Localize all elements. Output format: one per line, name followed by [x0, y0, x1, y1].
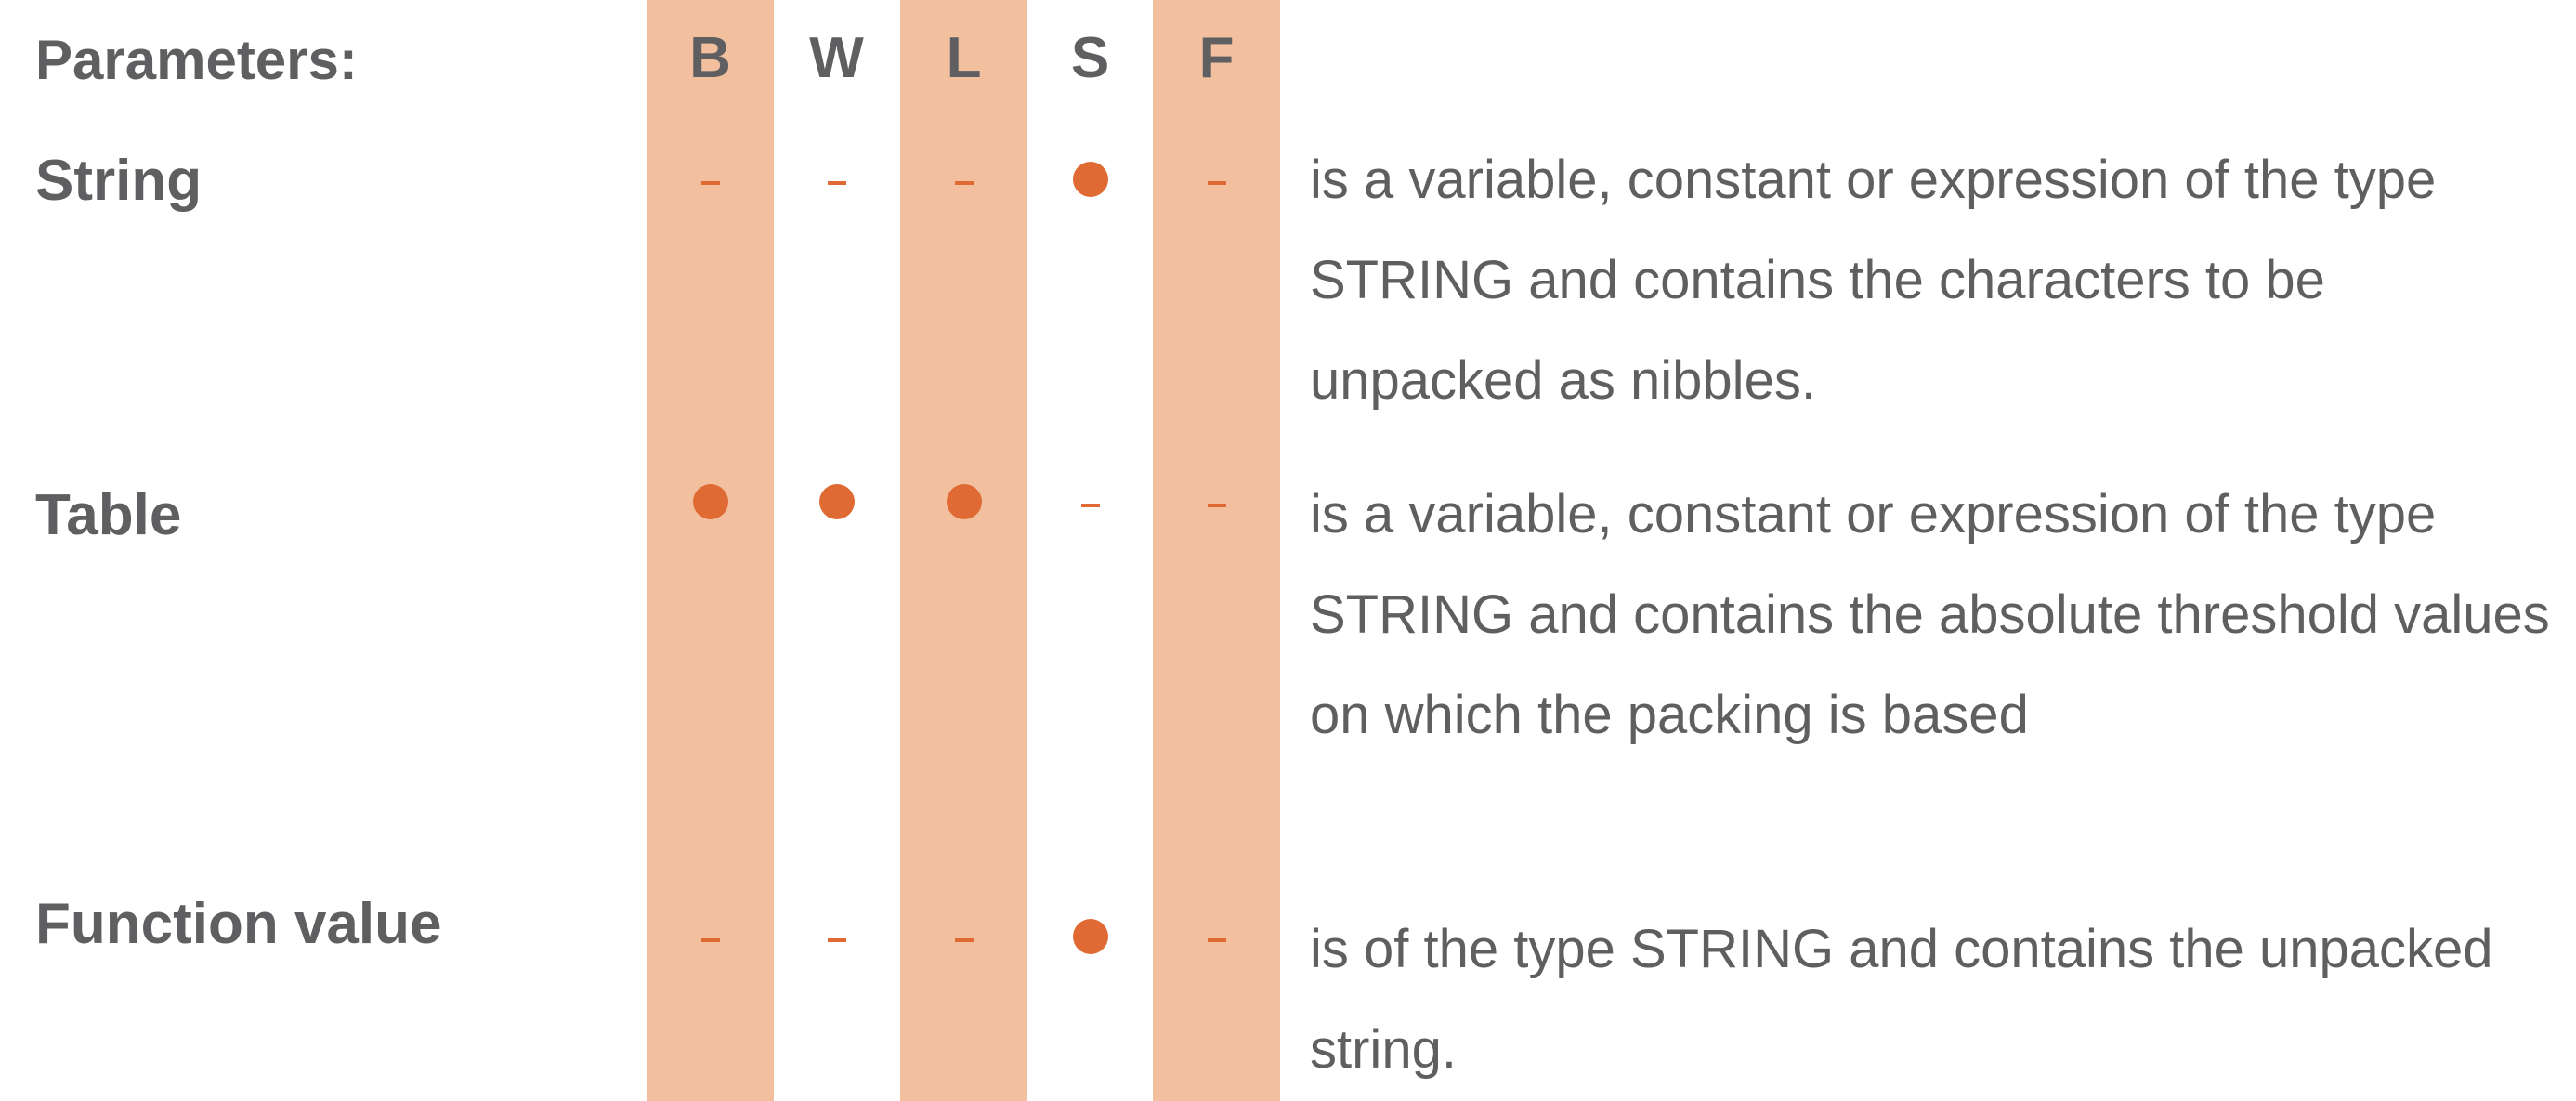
dash-icon [827, 181, 846, 185]
mark-function-value-l [900, 909, 1027, 964]
column-header-w: W [809, 26, 864, 90]
mark-function-value-w [773, 909, 900, 964]
column-header-l: L [946, 26, 982, 90]
dash-icon [1207, 181, 1226, 185]
mark-string-w [773, 151, 900, 207]
dash-icon [954, 181, 974, 185]
dash-icon [1080, 504, 1100, 507]
dash-icon [827, 938, 846, 942]
dot-icon [1072, 162, 1108, 197]
mark-string-l [900, 151, 1027, 207]
param-description-string: is a variable, constant or expression of… [1310, 150, 2437, 411]
column-header-b: B [689, 26, 731, 90]
param-description-table: is a variable, constant or expression of… [1310, 484, 2550, 745]
dot-icon [946, 484, 982, 519]
column-header-s: S [1070, 26, 1110, 90]
dash-icon [1207, 938, 1226, 942]
dot-icon [818, 484, 855, 519]
mark-table-f [1153, 474, 1280, 530]
mark-table-l [900, 474, 1027, 530]
dash-icon [700, 181, 720, 185]
dot-icon [1072, 919, 1108, 954]
param-name-table: Table [35, 483, 182, 547]
param-name-string: String [35, 149, 203, 213]
param-name-function-value: Function value [35, 892, 442, 956]
column-header-f: F [1198, 26, 1235, 90]
mark-function-value-s [1026, 909, 1154, 964]
dash-icon [700, 938, 720, 942]
mark-string-f [1153, 151, 1280, 207]
dash-icon [1207, 504, 1226, 507]
mark-table-b [647, 474, 774, 530]
mark-table-w [773, 474, 900, 530]
parameters-heading: Parameters: [35, 29, 358, 91]
dash-icon [954, 938, 974, 942]
mark-table-s [1026, 474, 1154, 530]
dot-icon [692, 484, 728, 519]
param-description-function-value: is of the type STRING and contains the u… [1310, 919, 2493, 1080]
mark-string-s [1026, 151, 1154, 207]
mark-function-value-f [1153, 909, 1280, 964]
mark-string-b [647, 151, 774, 207]
mark-function-value-b [647, 909, 774, 964]
